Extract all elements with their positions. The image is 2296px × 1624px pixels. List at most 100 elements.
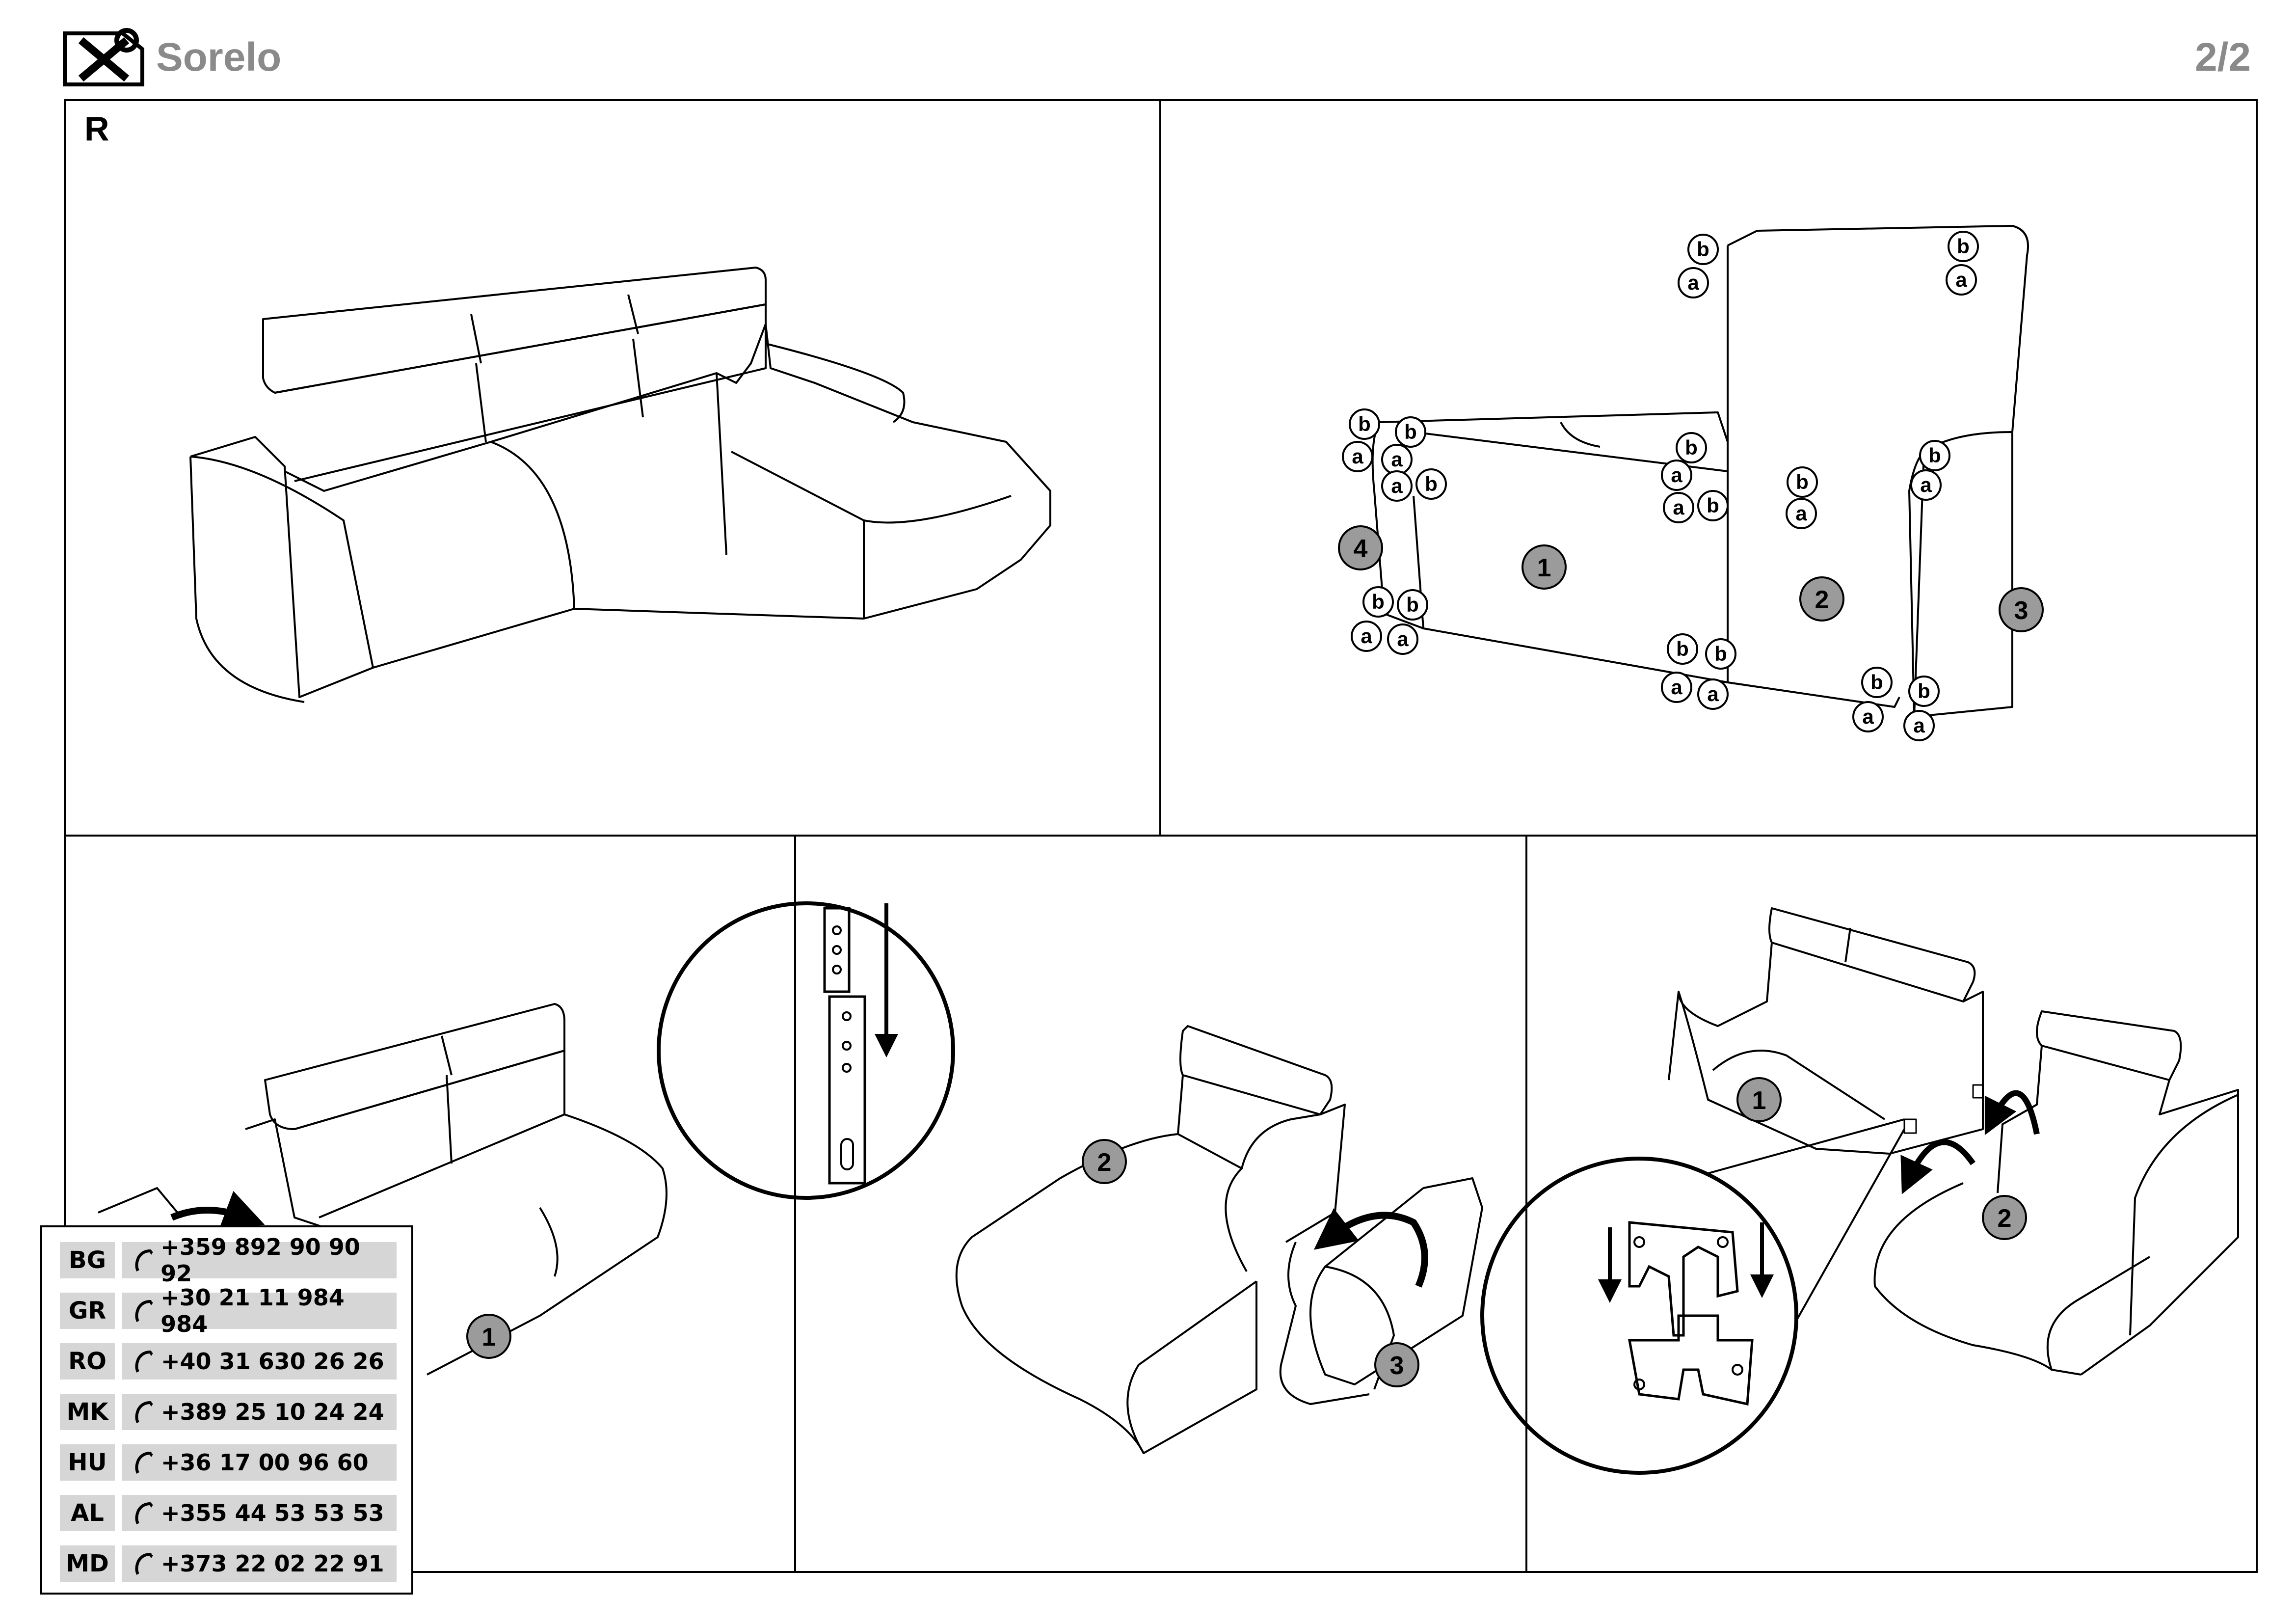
connector-b-marker: b (1395, 416, 1426, 448)
connector-a-marker: a (1351, 621, 1382, 652)
part-badge-4-label: 4 (1354, 535, 1368, 563)
contact-row: AL +355 44 53 53 53 (60, 1495, 411, 1531)
orientation-label: R (84, 109, 109, 148)
part-badge-2-chaise: 2 (1082, 1139, 1127, 1184)
country-code: BG (60, 1242, 115, 1278)
connector-b-text: b (1425, 472, 1438, 495)
contact-row: GR +30 21 11 984 984 (60, 1284, 411, 1337)
part-badge-2-join: 2 (1982, 1195, 2027, 1240)
connector-a-marker: a (1946, 264, 1977, 296)
connector-b-text: b (1676, 637, 1689, 660)
country-code: MK (60, 1394, 115, 1430)
connector-a-marker: a (1381, 470, 1413, 502)
connector-b-marker: b (1676, 432, 1707, 463)
connector-b-marker: b (1687, 234, 1719, 265)
connector-a-text: a (1397, 627, 1409, 650)
module-2-3-drawing (955, 1025, 1483, 1454)
bracket-zoom (657, 901, 955, 1200)
phone-icon (127, 1545, 161, 1582)
connector-b-marker: b (1787, 466, 1818, 498)
phone-icon (127, 1293, 160, 1329)
connector-a-marker: a (1663, 492, 1694, 523)
connector-b-text: b (1404, 420, 1417, 443)
connector-a-marker: a (1387, 623, 1418, 655)
connector-b-text: b (1697, 238, 1709, 261)
phone-number: +40 31 630 26 26 (161, 1348, 384, 1375)
connector-a-marker: a (1381, 444, 1413, 475)
part-badge-2-exploded: 2 (1799, 576, 1844, 622)
connector-b-text: b (1957, 235, 1970, 258)
joining-modules-drawing (1668, 907, 2239, 1376)
connector-b-marker: b (1415, 468, 1447, 500)
contact-row: MK+389 25 10 24 24 (60, 1394, 411, 1430)
connector-b-marker: b (1349, 408, 1380, 440)
phone-number: +373 22 02 22 91 (161, 1550, 384, 1577)
connector-a-text: a (1707, 682, 1719, 705)
country-code: AL (60, 1495, 115, 1531)
connector-a-marker: a (1661, 672, 1692, 703)
connector-a-marker: a (1661, 460, 1692, 491)
connector-a-text: a (1913, 714, 1925, 737)
connector-zoom (1480, 1118, 1905, 1475)
document-title: Sorelo (156, 35, 282, 80)
connector-a-text: a (1687, 271, 1699, 294)
part-badge-1-label: 1 (482, 1323, 496, 1352)
connector-b-marker: b (1948, 231, 1979, 262)
part-badge-3-label: 3 (1390, 1352, 1404, 1380)
module-1-drawing (98, 1003, 667, 1376)
tools-icon (63, 28, 144, 86)
connector-b-marker: b (1919, 440, 1950, 471)
phone-entry: +36 17 00 96 60 (122, 1444, 397, 1481)
part-badges: 1 2 3 4 1 2 3 1 2 (466, 525, 2044, 1387)
country-code: GR (60, 1293, 115, 1329)
connector-b-text: b (1928, 444, 1941, 467)
phone-number: +355 44 53 53 53 (161, 1500, 384, 1526)
connector-a-marker: a (1903, 710, 1935, 741)
connector-a-marker: a (1678, 267, 1709, 298)
connector-a-marker: a (1697, 678, 1729, 710)
connector-b-text: b (1406, 593, 1419, 616)
part-badge-1-exploded: 1 (1522, 544, 1567, 590)
connector-a-marker: a (1342, 441, 1373, 472)
part-badge-1-label: 1 (1537, 554, 1551, 582)
connector-a-text: a (1671, 463, 1682, 487)
connector-a-text: a (1862, 705, 1874, 728)
connector-a-text: a (1352, 445, 1363, 468)
connector-b-marker: b (1908, 676, 1940, 707)
phone-number: +30 21 11 984 984 (160, 1284, 345, 1337)
contact-row: MD +373 22 02 22 91 (60, 1545, 411, 1582)
contact-row: RO +40 31 630 26 26 (60, 1343, 411, 1380)
phone-icon (127, 1495, 161, 1531)
connector-b-marker: b (1397, 589, 1428, 621)
connector-b-text: b (1796, 470, 1809, 493)
connector-b-text: b (1918, 679, 1930, 703)
phone-icon (127, 1242, 160, 1278)
connector-a-text: a (1391, 448, 1403, 471)
connector-a-marker: a (1910, 469, 1942, 501)
connector-b-marker: b (1697, 490, 1729, 521)
connector-a-text: a (1671, 676, 1682, 699)
connector-a-text: a (1361, 624, 1372, 648)
connector-b-marker: b (1705, 638, 1736, 670)
phone-icon (127, 1444, 161, 1481)
connector-b-marker: b (1362, 586, 1394, 618)
phone-number: +36 17 00 96 60 (161, 1449, 369, 1476)
connector-a-text: a (1673, 496, 1684, 519)
country-code: RO (60, 1343, 115, 1380)
country-code: MD (60, 1545, 115, 1582)
connector-b-marker: b (1861, 667, 1893, 698)
panel-grid (64, 99, 2258, 1573)
connector-a-text: a (1920, 473, 1932, 496)
connector-b-text: b (1358, 412, 1371, 435)
phone-entry: +355 44 53 53 53 (122, 1495, 397, 1531)
part-badge-3-module: 3 (1374, 1342, 1419, 1387)
connector-a-marker: a (1852, 701, 1884, 732)
connector-b-text: b (1870, 671, 1883, 694)
connector-b-text: b (1372, 590, 1385, 613)
connector-b-text: b (1685, 436, 1698, 459)
phone-entry: +373 22 02 22 91 (122, 1545, 397, 1582)
phone-icon (127, 1394, 161, 1430)
phone-entry: +40 31 630 26 26 (122, 1343, 397, 1380)
